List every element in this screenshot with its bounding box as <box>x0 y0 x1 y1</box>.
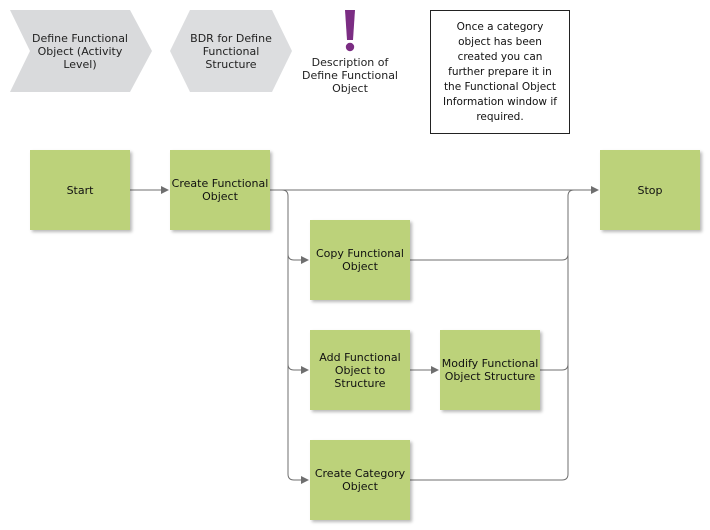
description-label: Description of Define Functional Object <box>302 56 398 95</box>
hexagon-shape <box>170 10 292 92</box>
start-event[interactable]: Start <box>30 150 130 230</box>
connector-modify-join <box>540 363 569 371</box>
task-copy-functional-object[interactable]: Copy Functional Object <box>310 220 410 300</box>
task-add-functional-object-to-structure[interactable]: Add Functional Object to Structure <box>310 330 410 410</box>
event-left-label: Define Functional Object (Activity Level… <box>32 31 128 71</box>
info-note: Once a category object has been created … <box>430 10 570 134</box>
event-define-functional-object: Define Functional Object (Activity Level… <box>10 10 152 92</box>
connector-copy-join <box>410 253 569 261</box>
connector-split-add <box>287 363 309 374</box>
description-annotation: Description of Define Functional Object <box>300 8 400 98</box>
task-create-category-object[interactable]: Create Category Object <box>310 440 410 520</box>
chevron-shape <box>10 10 152 92</box>
task-create-functional-object[interactable]: Create Functional Object <box>170 150 270 230</box>
connector-split-category <box>281 189 309 484</box>
exclamation-icon <box>345 10 355 52</box>
connector-category-join <box>410 189 575 481</box>
task-modify-functional-object-structure[interactable]: Modify Functional Object Structure <box>440 330 540 410</box>
event-right-label: BDR for Define Functional Structure <box>190 31 272 71</box>
connector-split-copy <box>287 253 309 264</box>
event-bdr-functional-structure: BDR for Define Functional Structure <box>170 10 292 92</box>
stop-event[interactable]: Stop <box>600 150 700 230</box>
